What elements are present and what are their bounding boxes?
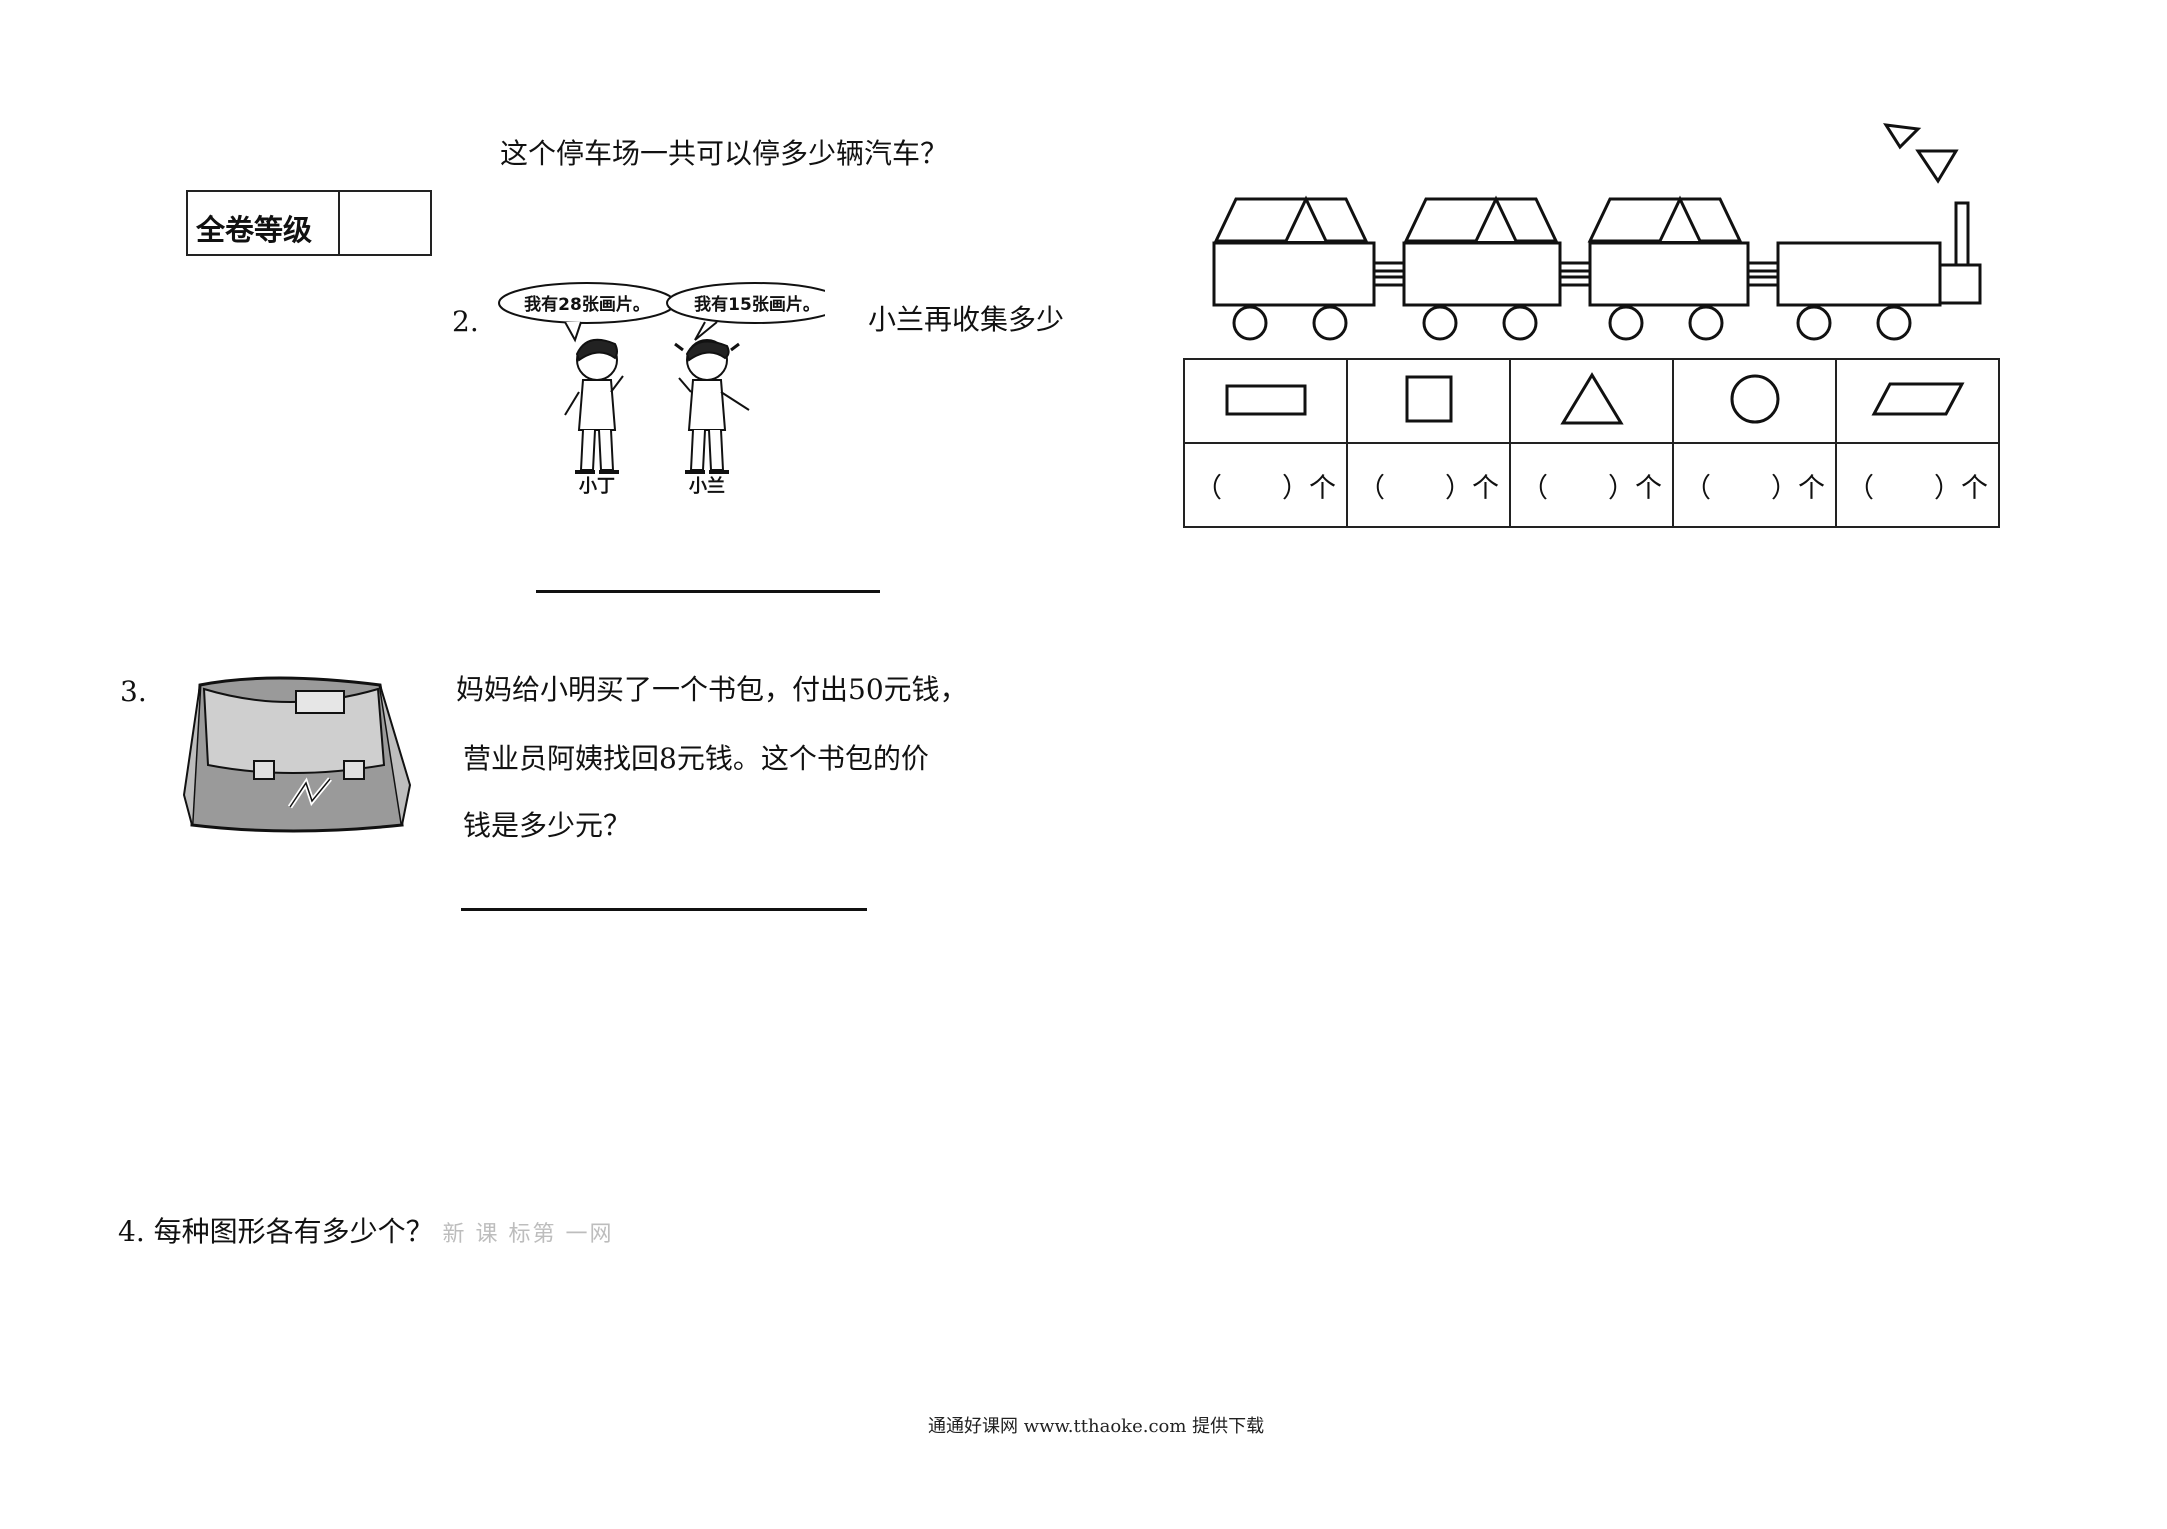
girl-speech-bubble [666,282,825,324]
children-illustration: 我有28张画片。 我有15张画片。 小丁 小兰 [498,282,825,497]
open-paren: （ [1195,472,1222,504]
count-cell[interactable]: （ ）个 [1509,442,1674,528]
count-cell[interactable]: （ ）个 [1672,442,1837,528]
q2-number: 2. [452,305,479,338]
girl-bubble-text: 我有15张画片。 [694,294,820,315]
triangle-icon [1559,372,1624,425]
q2-answer-line [536,590,880,593]
open-paren: （ [1847,472,1874,504]
count-cell[interactable]: （ ）个 [1183,442,1348,528]
parking-question: 这个停车场一共可以停多少辆汽车？ [500,137,949,170]
q3-line-3: 钱是多少元？ [463,809,632,842]
grade-box: 全卷等级 [186,190,432,256]
q3-line-2: 营业员阿姨找回8元钱。这个书包的价 [463,742,929,775]
boy-bubble-text: 我有28张画片。 [524,294,650,315]
page-footer: 通通好课网 www.tthaoke.com 提供下载 [928,1416,1265,1437]
shape-cell [1672,358,1837,444]
open-paren: （ [1521,472,1548,504]
grade-label: 全卷等级 [196,213,313,247]
square-icon [1405,375,1452,423]
boy-figure [564,338,624,474]
open-paren: （ [1684,472,1711,504]
shape-cell [1835,358,2000,444]
smoke-triangle-2 [1915,149,1959,184]
parallelogram-icon [1871,382,1964,416]
count-cell[interactable]: （ ）个 [1346,442,1511,528]
shape-cell [1509,358,1674,444]
count-cell[interactable]: （ ）个 [1835,442,2000,528]
train-illustration [1212,123,1982,341]
q3-line-1: 妈妈给小明买了一个书包，付出50元钱， [456,673,968,706]
q4-text: 4. 每种图形各有多少个？ [118,1215,434,1248]
q3-number: 3. [120,675,147,708]
count-unit: ）个 [1608,472,1662,504]
q2-question: 小兰再收集多少 [868,303,1065,336]
grade-divider [338,192,340,254]
shape-count-table: （ ）个 （ ）个 （ ）个 （ ）个 （ ）个 [1183,358,2000,528]
rectangle-icon [1225,384,1306,416]
girl-figure [674,339,750,474]
boy-name: 小丁 [579,476,615,497]
count-unit: ）个 [1771,472,1825,504]
smoke-triangle-1 [1883,123,1922,150]
shape-row [1183,358,2000,444]
count-row: （ ）个 （ ）个 （ ）个 （ ）个 （ ）个 [1183,442,2000,528]
count-unit: ）个 [1282,472,1336,504]
circle-icon [1730,374,1779,424]
shape-cell [1346,358,1511,444]
count-unit: ）个 [1445,472,1499,504]
girl-name: 小兰 [689,475,725,497]
count-unit: ）个 [1934,472,1988,504]
open-paren: （ [1358,472,1385,504]
watermark-text: 新 课 标第 一网 [442,1222,614,1247]
school-bag-illustration [182,676,412,833]
q3-answer-line [461,908,867,911]
shape-cell [1183,358,1348,444]
q4-question: 4. 每种图形各有多少个？ 新 课 标第 一网 [118,1218,614,1246]
